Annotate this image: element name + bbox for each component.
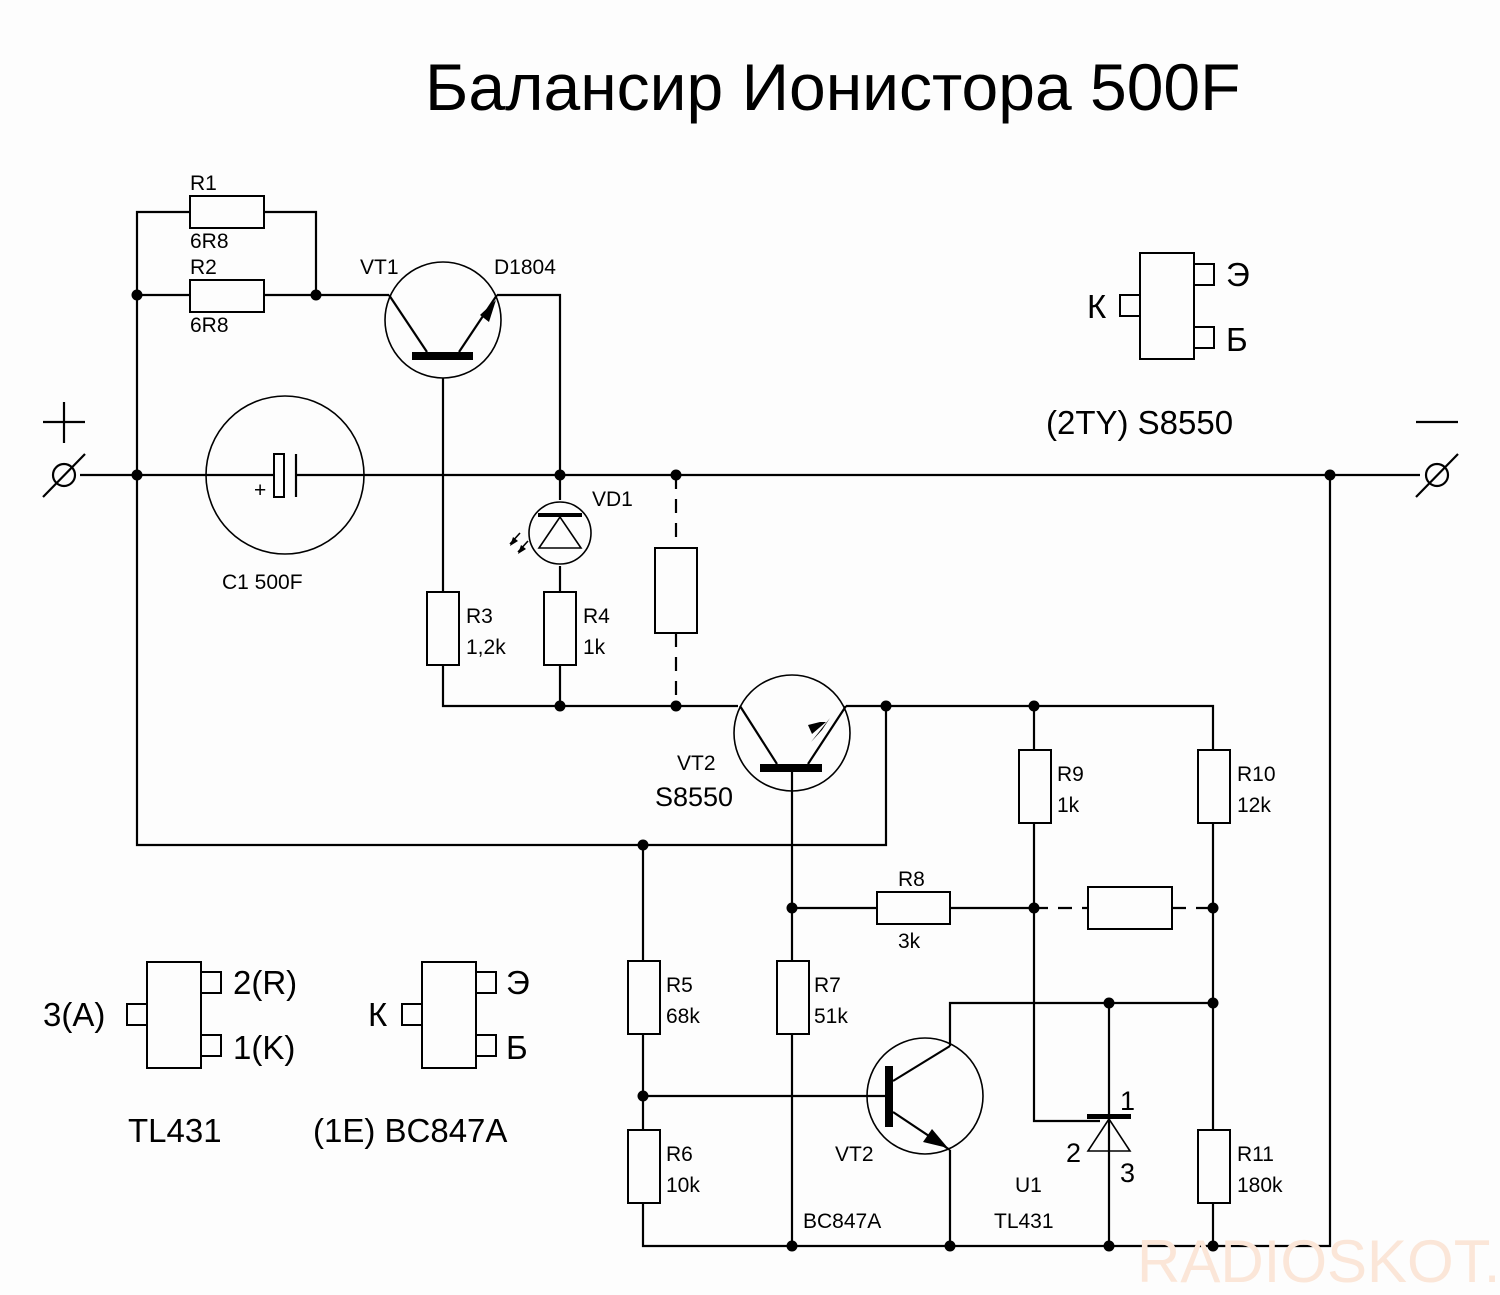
led-vd1: VD1: [509, 488, 633, 565]
svg-text:(1E) BC847A: (1E) BC847A: [313, 1112, 507, 1149]
svg-text:U1: U1: [1015, 1174, 1042, 1197]
svg-text:6R8: 6R8: [190, 314, 229, 337]
svg-text:10k: 10k: [666, 1174, 700, 1197]
svg-text:R2: R2: [190, 256, 217, 279]
svg-text:S8550: S8550: [655, 782, 733, 812]
svg-text:180k: 180k: [1237, 1174, 1283, 1197]
transistor-vt2-s8550: VT2 S8550: [655, 674, 851, 812]
svg-text:R11: R11: [1237, 1143, 1274, 1166]
svg-text:R8: R8: [898, 868, 925, 891]
svg-text:Э: Э: [1226, 256, 1250, 293]
optional-resistor-vertical: [654, 547, 698, 634]
svg-text:BC847A: BC847A: [803, 1210, 881, 1233]
svg-text:6R8: 6R8: [190, 230, 229, 253]
svg-text:1,2k: 1,2k: [466, 636, 506, 659]
transistor-vt2-bc847a: VT2 BC847A: [803, 1037, 984, 1233]
svg-text:К: К: [1087, 288, 1107, 325]
optional-components: [654, 475, 1213, 930]
svg-text:1k: 1k: [583, 636, 606, 659]
watermark: RADIOSKOT.RU: [1137, 1228, 1500, 1295]
svg-text:R10: R10: [1237, 763, 1276, 786]
capacitor-c1: + C1 500F: [205, 395, 365, 594]
svg-text:3k: 3k: [898, 930, 921, 953]
svg-text:1: 1: [1120, 1086, 1135, 1116]
minus-terminal: [1415, 420, 1459, 498]
svg-text:(2TY) S8550: (2TY) S8550: [1046, 404, 1233, 441]
resistor-r4: R4 1k: [543, 591, 610, 666]
resistor-r9: R9 1k: [1018, 749, 1084, 824]
svg-text:VT2: VT2: [677, 752, 716, 775]
package-bc847a: К Э Б (1E) BC847A: [313, 961, 530, 1149]
optional-resistor-horizontal: [1087, 886, 1173, 930]
resistor-r5: R5 68k: [627, 960, 700, 1035]
resistor-r1: R1 6R8: [189, 172, 265, 253]
svg-text:R3: R3: [466, 605, 493, 628]
svg-text:R4: R4: [583, 605, 610, 628]
svg-text:R6: R6: [666, 1143, 693, 1166]
svg-text:VT2: VT2: [835, 1143, 874, 1166]
svg-text:VD1: VD1: [592, 488, 633, 511]
svg-text:D1804: D1804: [494, 256, 556, 279]
svg-text:51k: 51k: [814, 1005, 848, 1028]
package-tl431: 3(A) 2(R) 1(K) TL431: [43, 961, 297, 1149]
svg-text:3(A): 3(A): [43, 996, 105, 1033]
svg-text:R9: R9: [1057, 763, 1084, 786]
svg-text:Э: Э: [506, 964, 530, 1001]
resistor-r2: R2 6R8: [189, 256, 265, 337]
svg-text:1k: 1k: [1057, 794, 1080, 817]
plus-terminal: [42, 402, 86, 498]
wires: [80, 210, 1420, 1248]
svg-text:Б: Б: [1226, 321, 1248, 358]
junctions: [131, 289, 1336, 1252]
package-s8550: К Э Б (2TY) S8550: [1046, 252, 1250, 441]
transistor-vt1: VT1 D1804: [360, 256, 556, 379]
resistor-r10: R10 12k: [1197, 749, 1276, 824]
schematic-title: Балансир Ионистора 500F: [425, 50, 1240, 124]
svg-text:12k: 12k: [1237, 794, 1271, 817]
svg-text:C1 500F: C1 500F: [222, 571, 303, 594]
resistor-r3: R3 1,2k: [426, 591, 506, 666]
resistor-r7: R7 51k: [776, 960, 848, 1035]
svg-text:R5: R5: [666, 974, 693, 997]
svg-text:2(R): 2(R): [233, 964, 297, 1001]
svg-text:К: К: [368, 996, 388, 1033]
svg-text:2: 2: [1066, 1138, 1081, 1168]
svg-text:1(K): 1(K): [233, 1029, 295, 1066]
svg-text:Б: Б: [506, 1029, 528, 1066]
svg-text:+: +: [254, 479, 266, 502]
resistor-r11: R11 180k: [1197, 1129, 1283, 1204]
resistor-r8: R8 3k: [876, 868, 951, 953]
svg-text:VT1: VT1: [360, 256, 399, 279]
svg-text:R1: R1: [190, 172, 217, 195]
regulator-u1: 1 2 3 U1 TL431: [994, 1086, 1135, 1233]
svg-text:R7: R7: [814, 974, 841, 997]
resistor-r6: R6 10k: [627, 1129, 700, 1204]
svg-text:TL431: TL431: [128, 1112, 222, 1149]
svg-text:68k: 68k: [666, 1005, 700, 1028]
svg-text:3: 3: [1120, 1158, 1135, 1188]
svg-text:TL431: TL431: [994, 1210, 1054, 1233]
